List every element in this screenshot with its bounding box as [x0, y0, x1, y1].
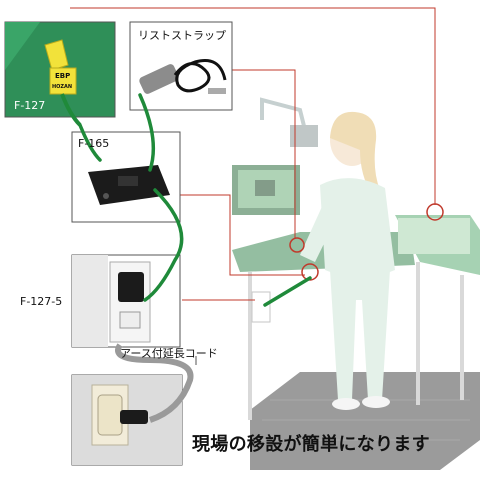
- f1275-socket: [119, 311, 141, 329]
- wrist-strap-box: [129, 21, 233, 111]
- workstation-scene: [232, 97, 480, 470]
- cable-bench: [263, 276, 312, 307]
- label-f127: F-127: [14, 99, 46, 112]
- person-legs: [330, 270, 390, 400]
- f127-yellow-clip: [44, 39, 69, 71]
- caption-text: 現場の移設が簡単になります: [192, 434, 430, 455]
- person-shoe-right: [362, 396, 390, 408]
- label-extension-cord: アース付延長コード: [120, 347, 218, 360]
- f165-box: [71, 131, 181, 223]
- f165-jack: [103, 193, 109, 199]
- monitor-chip: [255, 180, 275, 196]
- label-f1275: F-127-5: [20, 295, 63, 308]
- clip-tag-text: EBP: [55, 72, 71, 80]
- wrist-band: [139, 64, 179, 94]
- person-shoe-left: [332, 398, 360, 410]
- floor-mat: [250, 372, 480, 470]
- lamp-head: [290, 125, 318, 147]
- wrist-frame: [129, 21, 233, 111]
- person-arm: [300, 200, 338, 262]
- grey-extension-cord: [115, 343, 194, 423]
- cable-wrist-to-f165: [138, 93, 156, 172]
- callout-ring-bench: [426, 203, 444, 221]
- callout-lines: [70, 7, 444, 301]
- workbench-panel: [398, 218, 470, 254]
- cable-f127-to-f165: [78, 123, 102, 162]
- ext-plug: [120, 410, 148, 424]
- extension-box: [71, 374, 183, 466]
- f1275-box: [71, 254, 181, 348]
- f165-label-plate: [118, 176, 138, 186]
- f1275-wall: [72, 255, 108, 347]
- clip-brand-text: HOZAN: [52, 84, 73, 90]
- green-cables: [78, 93, 312, 307]
- person-body: [320, 178, 395, 278]
- wrist-plug: [208, 88, 226, 94]
- person-hair: [330, 111, 380, 195]
- lamp-arm: [260, 97, 307, 131]
- bench-outlet: [251, 291, 271, 323]
- wrist-coil: [173, 59, 227, 93]
- f127-panel-shade: [5, 22, 40, 70]
- callout-f165: [180, 194, 305, 276]
- callout-ring-wrist: [289, 237, 305, 253]
- label-f165: F-165: [78, 137, 110, 150]
- f127-wire: [60, 93, 82, 127]
- label-wrist-strap: リストストラップ: [138, 29, 226, 42]
- ext-outlet-face: [97, 394, 123, 436]
- cable-f165-to-adapter: [143, 188, 184, 302]
- f127-box: [4, 21, 116, 127]
- callout-f127: [70, 7, 436, 205]
- callout-wrist: [232, 69, 296, 238]
- f1275-adapter: [118, 272, 144, 302]
